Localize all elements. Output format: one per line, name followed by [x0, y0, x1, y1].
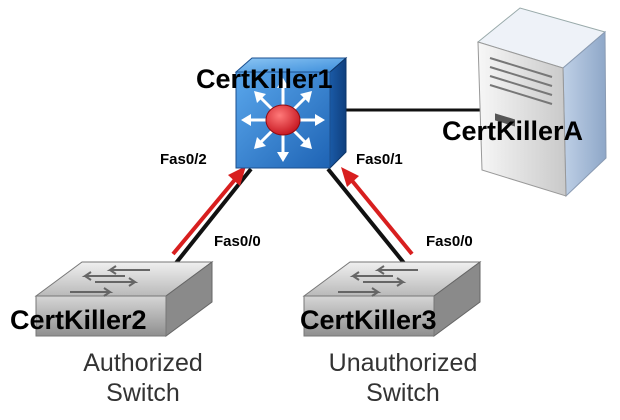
port-label-right-switch: Fas0/0	[426, 233, 473, 250]
link-core-to-right-switch	[326, 167, 406, 265]
right-switch-caption-line2: Switch	[366, 378, 440, 407]
arrow-right-icon	[341, 167, 414, 256]
core-switch-label: CertKiller1	[196, 64, 333, 94]
right-switch-caption-line1: Unauthorized	[328, 349, 478, 377]
server-label: CertKillerA	[442, 116, 584, 146]
core-switch-icon	[234, 56, 348, 170]
left-switch-caption-line2: Switch	[106, 378, 180, 407]
port-label-left-switch: Fas0/0	[214, 233, 261, 250]
right-switch-caption: Unauthorized Switch	[318, 349, 488, 408]
arrow-left-icon	[171, 166, 246, 256]
left-switch-label: CertKiller2	[10, 305, 147, 335]
server-icon	[476, 7, 607, 198]
right-switch-icon	[302, 261, 482, 337]
port-label-core-right: Fas0/1	[356, 151, 403, 168]
left-switch-caption: Authorized Switch	[78, 349, 208, 408]
left-switch-icon	[34, 261, 214, 337]
port-label-core-left: Fas0/2	[160, 151, 207, 168]
right-switch-label: CertKiller3	[300, 305, 437, 335]
left-switch-caption-line1: Authorized	[83, 349, 203, 377]
link-core-to-left-switch	[174, 167, 253, 265]
